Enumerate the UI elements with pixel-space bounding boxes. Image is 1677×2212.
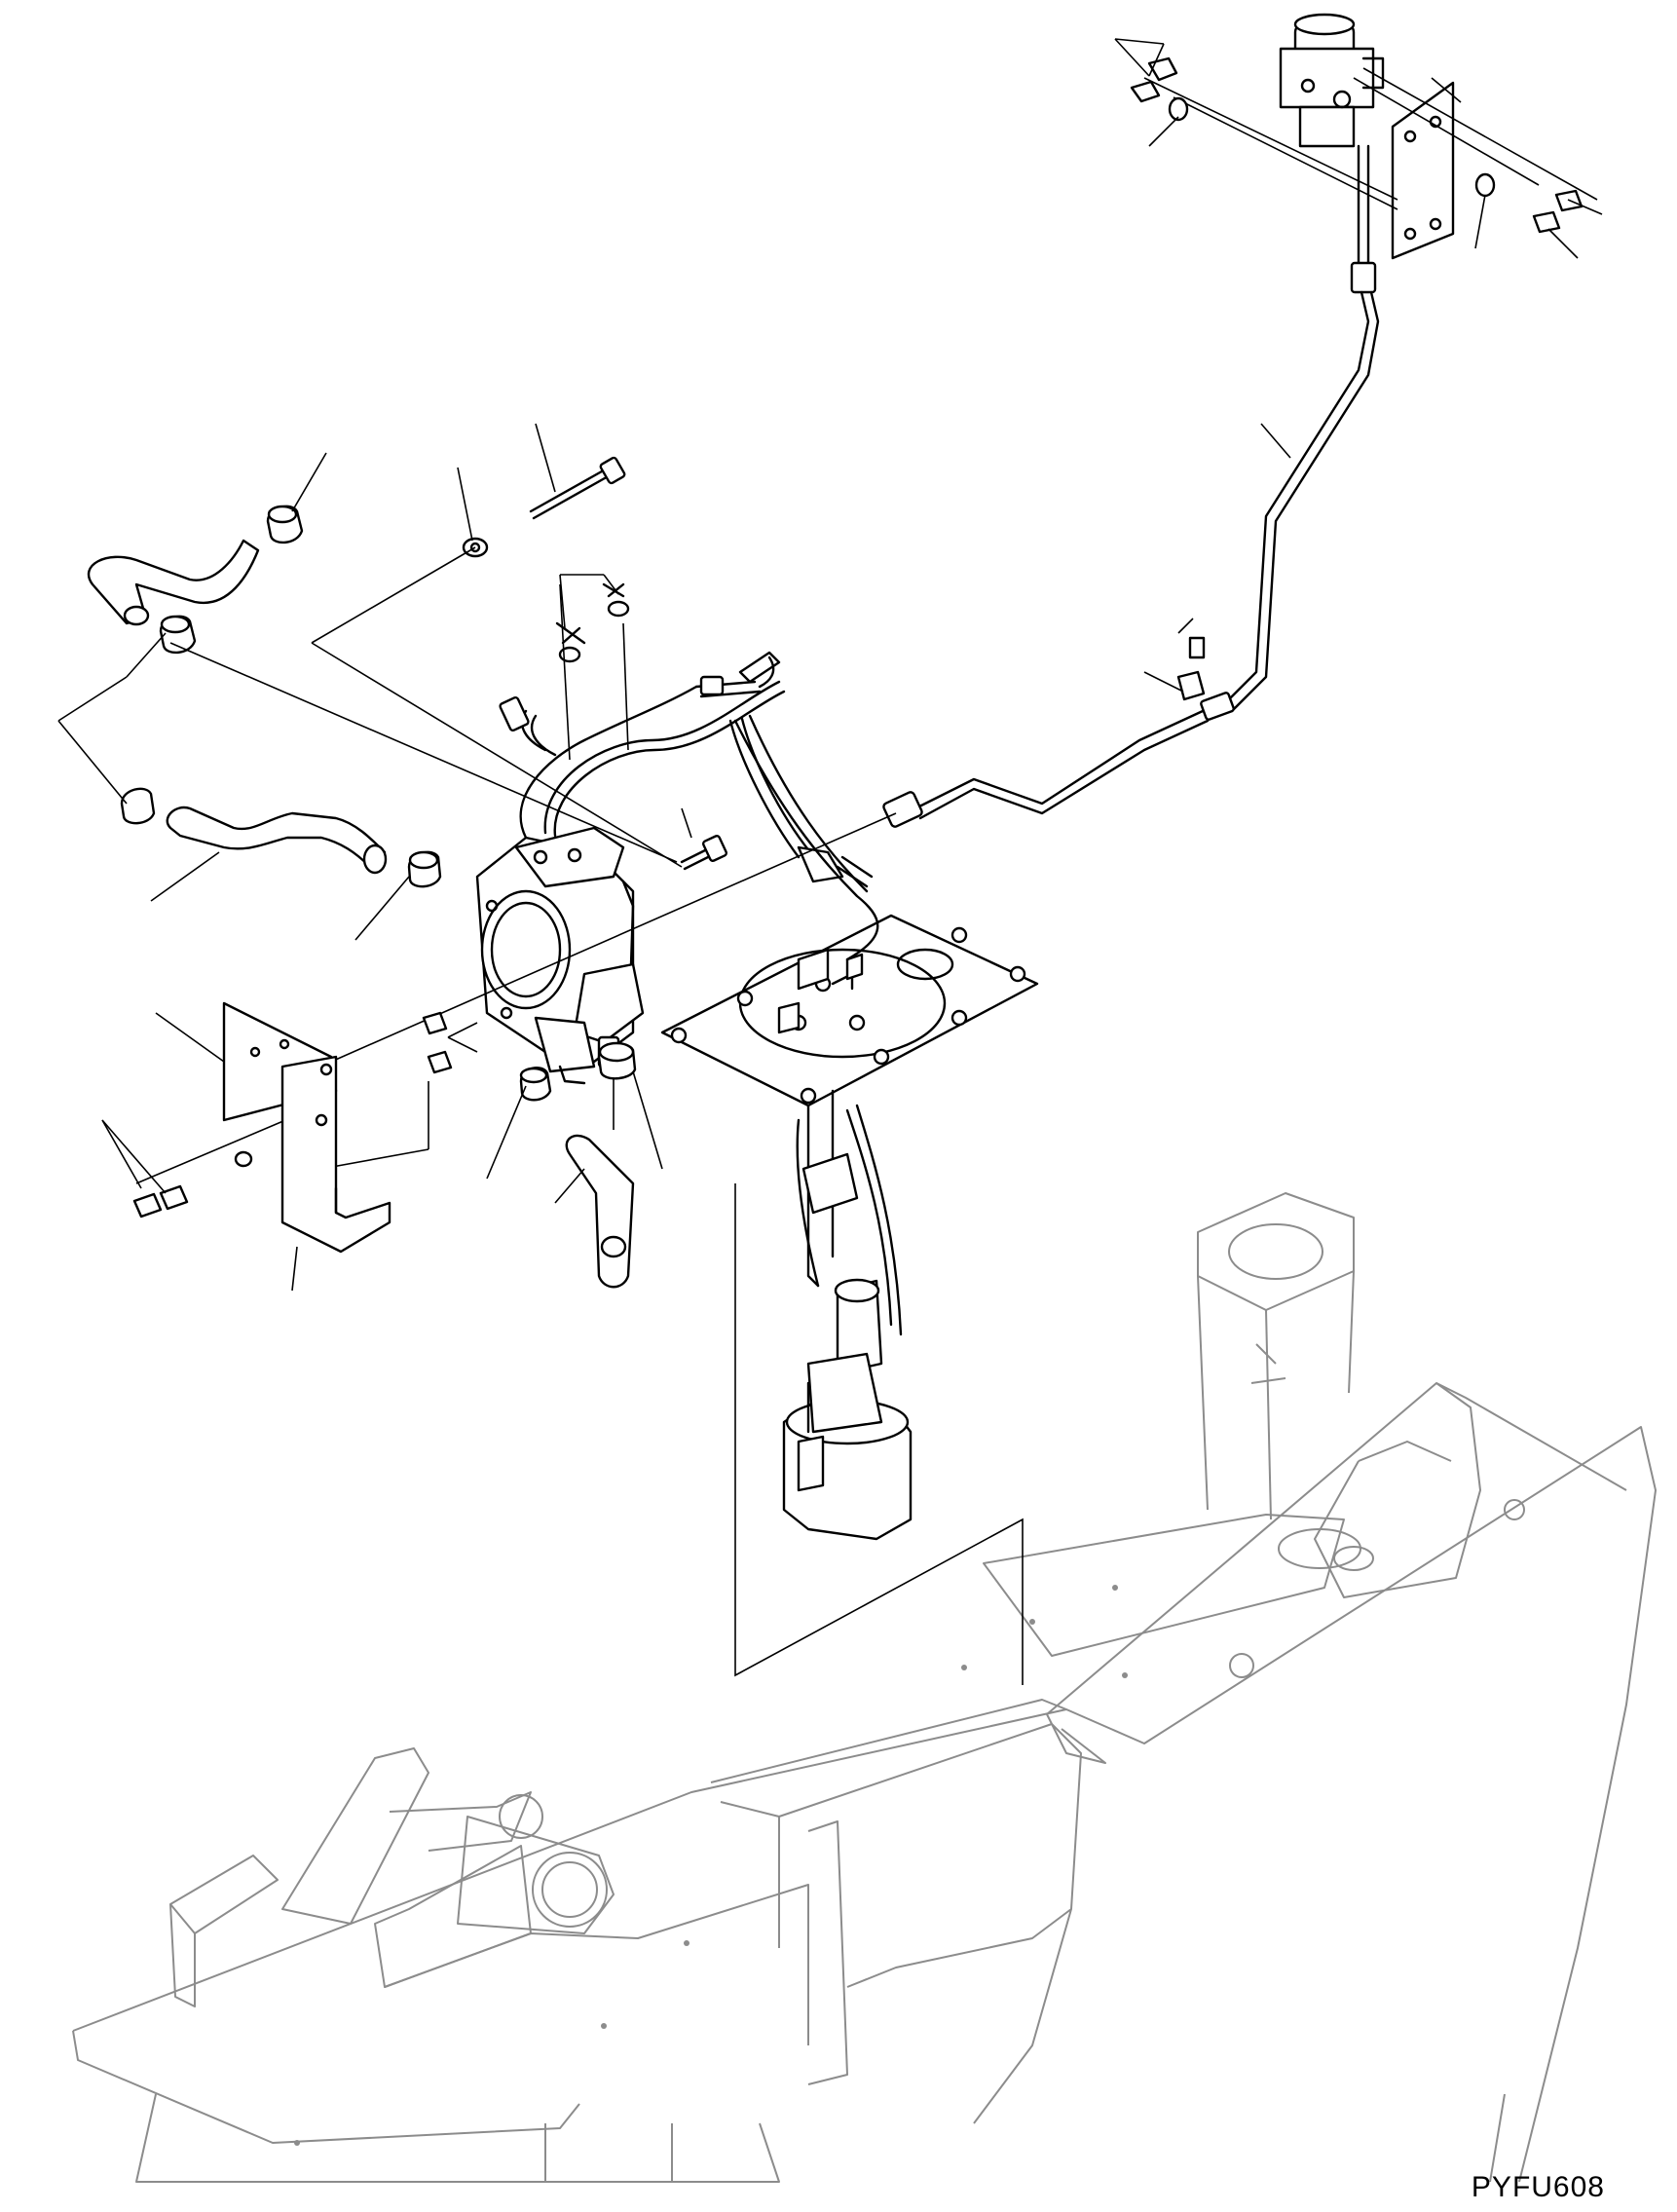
- fuel-line-pipe: [882, 144, 1380, 828]
- bracket-bolts: [1130, 56, 1584, 234]
- fuel-pump-submerged: [782, 1352, 913, 1541]
- fuel-tank-flange: [660, 914, 1039, 1107]
- throttle-body: [475, 826, 645, 1085]
- return-hose-upper: [87, 539, 260, 626]
- throttle-mount-bracket: [222, 1001, 391, 1254]
- fuel-pump: [1279, 13, 1385, 148]
- mount-bolt-center: [680, 835, 728, 871]
- bracket-fasteners: [132, 1011, 453, 1218]
- diagram-code-label: PYFU608: [1471, 2171, 1605, 2203]
- pipe-clamp: [1176, 636, 1206, 701]
- callout-leaders: [57, 38, 1603, 1292]
- stud-bolt: [529, 456, 626, 520]
- lower-hose: [565, 1134, 635, 1289]
- pump-bracket: [1143, 67, 1598, 260]
- hose-clamp-2: [120, 787, 442, 888]
- fuel-sender-tube: [796, 1089, 903, 1375]
- wiring-harness: [499, 651, 874, 888]
- wire-ties: [555, 582, 630, 663]
- fuel-hose-middle: [166, 806, 388, 875]
- lower-clamps: [519, 1041, 637, 1102]
- machine-frame: [72, 1192, 1657, 2183]
- feed-hose: [733, 714, 879, 961]
- hose-clamp-1: [159, 505, 304, 655]
